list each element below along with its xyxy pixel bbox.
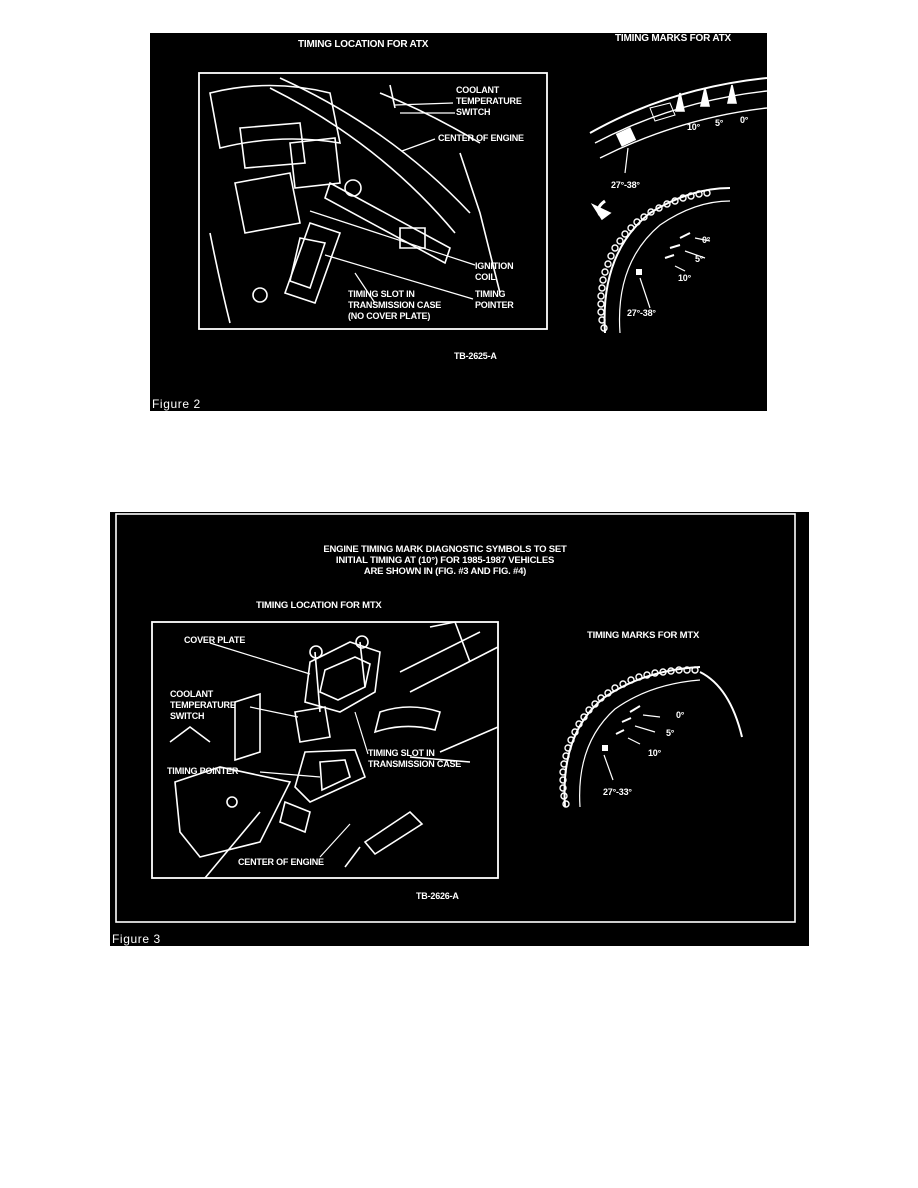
mtx-range: 27°-33° xyxy=(603,787,632,797)
timing-slot-label: TIMING SLOT IN TRANSMISSION CASE (NO COV… xyxy=(348,289,442,321)
atx-bottom-10-deg: 10° xyxy=(678,273,692,283)
atx-location-title: TIMING LOCATION FOR ATX xyxy=(298,39,429,50)
atx-top-range: 27°-38° xyxy=(611,180,640,190)
atx-bottom-0-deg: 0° xyxy=(702,235,711,245)
coolant-switch-label: COOLANT TEMPERATURE SWITCH xyxy=(170,689,236,721)
atx-ring-gear-teeth xyxy=(597,189,711,332)
coolant-switch-label: COOLANT TEMPERATURE SWITCH xyxy=(456,85,522,117)
center-of-engine-label: CENTER OF ENGINE xyxy=(238,857,324,867)
timing-pointer-label: TIMING POINTER xyxy=(167,766,239,776)
atx-top-0-deg: 0° xyxy=(740,115,749,125)
figure-3-caption: Figure 3 xyxy=(112,932,161,946)
figure-2-caption: Figure 2 xyxy=(152,397,201,411)
atx-bottom-range: 27°-38° xyxy=(627,308,656,318)
cover-plate-label: COVER PLATE xyxy=(184,635,246,645)
atx-drawing-code: TB-2625-A xyxy=(454,351,497,361)
mtx-0-deg: 0° xyxy=(676,710,685,720)
atx-marks-title: TIMING MARKS FOR ATX xyxy=(615,33,731,44)
atx-line-art xyxy=(198,72,767,334)
atx-top-10-deg: 10° xyxy=(687,122,701,132)
mtx-10-deg: 10° xyxy=(648,748,662,758)
mtx-location-title: TIMING LOCATION FOR MTX xyxy=(256,600,382,611)
figure-2-panel: TIMING LOCATION FOR ATX TIMING MARKS FOR… xyxy=(150,33,767,411)
atx-bottom-5-deg: 5° xyxy=(695,254,704,264)
mtx-drawing-code: TB-2626-A xyxy=(416,891,459,901)
timing-pointer-label: TIMING POINTER xyxy=(475,289,514,310)
mtx-heading: ENGINE TIMING MARK DIAGNOSTIC SYMBOLS TO… xyxy=(323,544,567,577)
mtx-5-deg: 5° xyxy=(666,728,675,738)
figure-3-panel: ENGINE TIMING MARK DIAGNOSTIC SYMBOLS TO… xyxy=(110,512,809,946)
mtx-marks-title: TIMING MARKS FOR MTX xyxy=(587,630,700,641)
mtx-ring-gear-teeth xyxy=(559,666,699,808)
mtx-line-art xyxy=(115,513,796,923)
atx-top-5-deg: 5° xyxy=(715,118,724,128)
timing-slot-label: TIMING SLOT IN TRANSMISSION CASE xyxy=(368,748,462,769)
ignition-coil-label: IGNITION COIL xyxy=(475,261,514,282)
center-of-engine-label: CENTER OF ENGINE xyxy=(438,133,524,143)
